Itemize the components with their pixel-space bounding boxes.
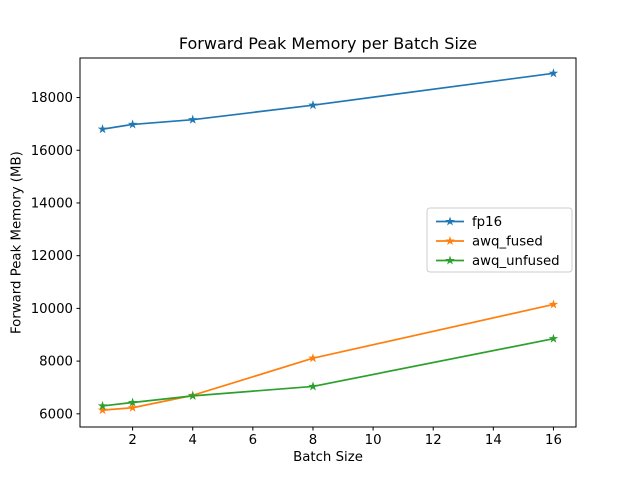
x-tick-label: 12 (425, 433, 442, 448)
data-point-fp16-b4 (187, 114, 198, 124)
series-line-awq_unfused (102, 337, 554, 407)
series-line-awq_fused (102, 303, 554, 411)
data-point-awq_fused-b16 (548, 299, 559, 309)
data-point-awq_unfused-b16 (548, 333, 559, 343)
y-tick-label: 10000 (31, 302, 73, 317)
data-point-fp16-b16 (548, 68, 559, 78)
x-tick-label: 16 (545, 433, 562, 448)
chart-title: Forward Peak Memory per Batch Size (178, 34, 478, 53)
axes-frame (79, 57, 577, 428)
data-point-awq_fused-b8 (308, 353, 318, 363)
y-tick-label: 6000 (39, 407, 73, 422)
legend-marker-awq_unfused-icon (445, 255, 455, 265)
data-point-awq_unfused-b1 (97, 400, 108, 410)
x-axis-label: Batch Size (293, 450, 363, 465)
legend-marker-awq_fused-icon (445, 236, 455, 246)
data-point-awq_unfused-b2 (127, 397, 138, 407)
data-point-awq_unfused-b8 (308, 381, 318, 391)
y-tick-label: 12000 (31, 249, 73, 264)
x-tick-label: 14 (485, 433, 502, 448)
y-tick-label: 18000 (31, 91, 73, 106)
data-point-awq_fused-b1 (97, 405, 108, 415)
x-tick-label: 10 (365, 433, 382, 448)
y-tick-label: 16000 (31, 144, 73, 159)
y-tick-label: 8000 (39, 355, 73, 370)
y-tick-label: 14000 (31, 196, 73, 211)
legend-label-awq_unfused: awq_unfused (472, 254, 560, 269)
legend-box (426, 207, 573, 273)
x-tick-label: 2 (128, 433, 136, 448)
data-point-awq_fused-b2 (127, 402, 138, 412)
legend-marker-fp16-icon (445, 216, 455, 226)
data-point-awq_unfused-b4 (187, 390, 198, 400)
x-tick-label: 6 (249, 433, 257, 448)
data-point-fp16-b8 (308, 100, 318, 110)
x-tick-label: 8 (309, 433, 317, 448)
legend-label-fp16: fp16 (472, 215, 502, 230)
data-point-fp16-b1 (97, 124, 108, 134)
series-line-fp16 (102, 72, 554, 130)
legend-label-awq_fused: awq_fused (472, 235, 543, 250)
x-tick-label: 4 (188, 433, 196, 448)
data-point-fp16-b2 (127, 119, 138, 129)
